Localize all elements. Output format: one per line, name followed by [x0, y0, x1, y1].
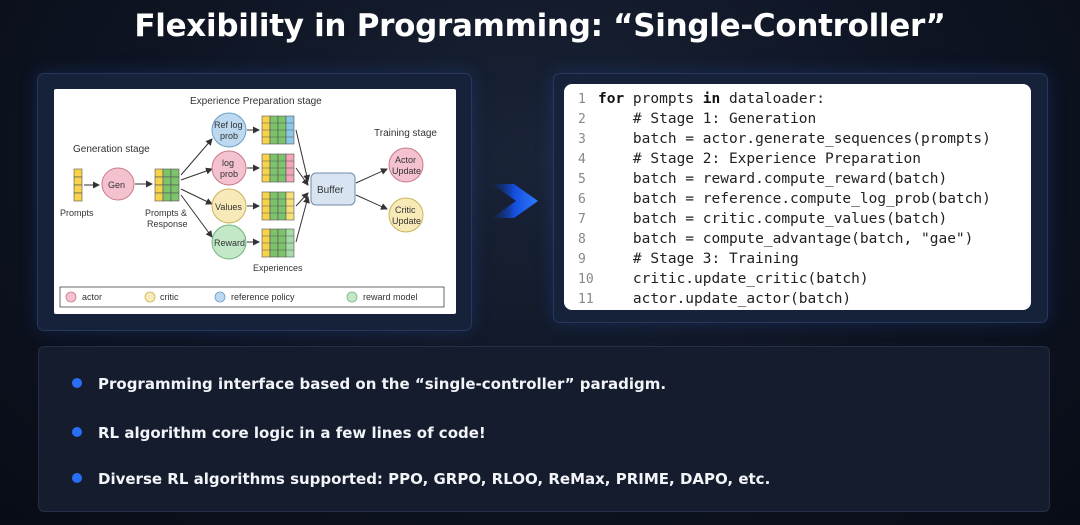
code-line-6: 6 batch = reference.compute_log_prob(bat…	[578, 191, 991, 207]
buffer-label: Buffer	[317, 185, 344, 196]
values-label: Values	[215, 202, 242, 212]
code-line-9: 9 # Stage 3: Training	[578, 251, 799, 267]
bullet-item-2: RL algorithm core logic in a few lines o…	[72, 423, 486, 443]
legend-critic-label: critic	[160, 292, 179, 302]
legend-reference-swatch	[214, 291, 226, 303]
experience-stack-ref	[261, 115, 295, 145]
code-line-10: 10 critic.update_critic(batch)	[578, 271, 869, 287]
reward-node	[211, 224, 247, 260]
reward-label: Reward	[214, 238, 245, 248]
critic-update-label-2: Update	[392, 216, 421, 226]
bullet-dot-icon	[72, 472, 82, 483]
gen-node	[101, 167, 135, 201]
actor-update-label-1: Actor	[395, 155, 416, 165]
legend-critic-swatch	[144, 291, 156, 303]
experience-stack-values	[261, 191, 295, 221]
experience-stack-reward	[261, 228, 295, 258]
stage-training-label: Training stage	[374, 128, 437, 139]
gen-label: Gen	[108, 180, 125, 190]
legend-reference-label: reference policy	[231, 292, 295, 302]
stage-generation-label: Generation stage	[73, 144, 150, 155]
bullets-panel: Programming interface based on the “sing…	[38, 346, 1050, 512]
legend-box	[59, 286, 445, 308]
slide-title: Flexibility in Programming: “Single-Cont…	[134, 8, 946, 44]
prompts-stack	[73, 168, 83, 202]
values-node	[211, 188, 247, 224]
prompts-response-stack	[154, 168, 180, 202]
bullet-dot-icon	[72, 377, 82, 388]
code-line-5: 5 batch = reward.compute_reward(batch)	[578, 171, 948, 187]
critic-update-label-1: Critic	[395, 205, 416, 215]
legend-reward-label: reward model	[363, 292, 418, 302]
log-prob-label-2: prob	[220, 169, 238, 179]
legend-reward-swatch	[346, 291, 358, 303]
actor-update-label-2: Update	[392, 166, 421, 176]
actor-update-node	[388, 147, 424, 183]
ref-log-prob-label-2: prob	[220, 131, 238, 141]
bullet-dot-icon	[72, 426, 82, 437]
experience-stack-logprob	[261, 153, 295, 183]
log-prob-label-1: log	[222, 158, 234, 168]
code-line-3: 3 batch = actor.generate_sequences(promp…	[578, 131, 991, 147]
code-line-11: 11 actor.update_actor(batch)	[578, 291, 852, 307]
buffer-node	[310, 172, 356, 206]
diagram-panel: Experience Preparation stage Generation …	[37, 73, 472, 331]
bullet-item-1: Programming interface based on the “sing…	[72, 374, 666, 394]
ref-log-prob-node	[211, 112, 247, 148]
arrow-right-icon	[492, 184, 538, 218]
dataflow-diagram: Experience Preparation stage Generation …	[54, 89, 456, 314]
log-prob-node	[211, 150, 247, 186]
code-line-8: 8 batch = compute_advantage(batch, "gae"…	[578, 231, 974, 247]
experiences-label: Experiences	[253, 263, 303, 273]
code-line-7: 7 batch = critic.compute_values(batch)	[578, 211, 948, 227]
bullet-item-3: Diverse RL algorithms supported: PPO, GR…	[72, 469, 770, 489]
prompts-response-label-2: Response	[147, 219, 188, 229]
code-line-4: 4 # Stage 2: Experience Preparation	[578, 151, 922, 167]
critic-update-node	[388, 197, 424, 233]
dataflow-diagram-svg: Experience Preparation stage Generation …	[59, 96, 445, 308]
legend-actor-label: actor	[82, 292, 102, 302]
code-line-2: 2 # Stage 1: Generation	[578, 111, 817, 127]
prompts-label: Prompts	[60, 208, 94, 218]
prompts-response-label-1: Prompts &	[145, 208, 187, 218]
legend-actor-swatch	[65, 291, 77, 303]
stage-experience-label: Experience Preparation stage	[190, 96, 322, 107]
ref-log-prob-label-1: Ref log	[214, 120, 243, 130]
